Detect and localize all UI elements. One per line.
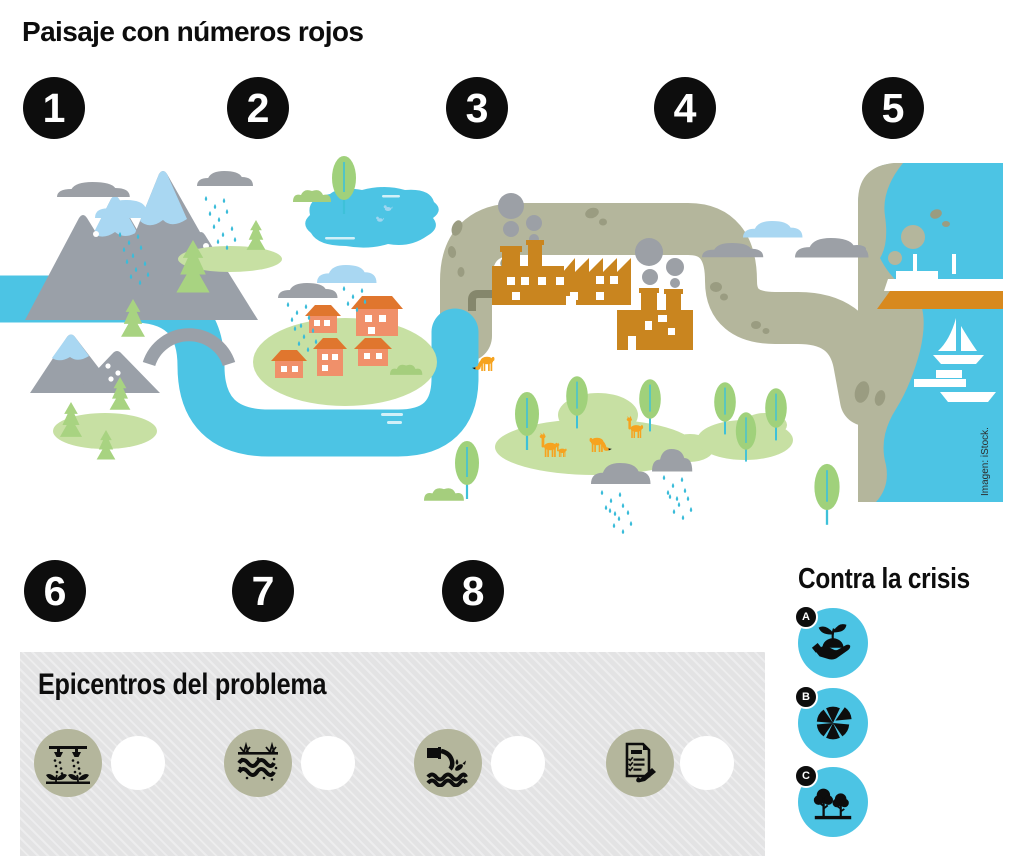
bridge <box>142 328 236 367</box>
marker-3[interactable]: 3 <box>446 77 508 139</box>
problem-irrigation[interactable] <box>34 729 102 797</box>
image-credit: Imagen: iStock. <box>980 427 991 496</box>
harbour <box>877 254 1003 402</box>
dock <box>877 291 1003 309</box>
house <box>305 305 341 333</box>
solution-badge-b[interactable]: B <box>794 685 818 709</box>
factory <box>468 193 693 350</box>
problem-groundwater[interactable] <box>224 729 292 797</box>
marker-8[interactable]: 8 <box>442 560 504 622</box>
marker-1[interactable]: 1 <box>23 77 85 139</box>
tree <box>453 439 481 501</box>
answer-slot-2[interactable] <box>301 736 355 790</box>
marker-6[interactable]: 6 <box>24 560 86 622</box>
boat-icon <box>914 370 996 402</box>
trees-icon <box>813 788 852 820</box>
house <box>351 296 403 336</box>
marker-2[interactable]: 2 <box>227 77 289 139</box>
smoke <box>498 193 684 288</box>
answer-slot-4[interactable] <box>680 736 734 790</box>
problems-title: Epicentros del problema <box>38 668 327 701</box>
irrigation-icon <box>46 746 90 784</box>
wheel-icon <box>816 706 852 740</box>
solutions-title: Contra la crisis <box>798 563 970 595</box>
house <box>313 338 347 376</box>
problem-discharge[interactable] <box>414 729 482 797</box>
bush <box>293 190 331 202</box>
sea <box>858 163 1003 502</box>
discharge-pipe-icon <box>426 747 468 787</box>
cargo-ship-icon <box>884 254 1003 291</box>
hand-sprout-icon <box>811 624 851 660</box>
answer-slot-1[interactable] <box>111 736 165 790</box>
solution-a[interactable] <box>798 608 868 678</box>
problem-checklist[interactable] <box>606 729 674 797</box>
answer-slot-3[interactable] <box>491 736 545 790</box>
solution-badge-c[interactable]: C <box>794 764 818 788</box>
marker-7[interactable]: 7 <box>232 560 294 622</box>
solution-badge-a[interactable]: A <box>794 605 818 629</box>
mountains-small <box>30 299 160 460</box>
marker-4[interactable]: 4 <box>654 77 716 139</box>
discharge-pipe <box>468 290 492 311</box>
tree <box>813 462 841 526</box>
bush <box>424 488 464 501</box>
sailboat-icon <box>933 318 984 364</box>
village <box>253 265 437 406</box>
page-title: Paisaje con números rojos <box>22 16 364 47</box>
groundwater-icon <box>237 741 278 781</box>
landscape-illustration <box>0 154 1003 540</box>
lake <box>305 187 439 248</box>
problems-panel: Epicentros del problema <box>20 652 765 856</box>
meadow <box>424 375 841 534</box>
house <box>354 338 392 366</box>
checklist-icon <box>625 742 656 783</box>
solution-b[interactable] <box>798 688 868 758</box>
house <box>271 350 307 378</box>
hill-grass <box>178 246 282 272</box>
marker-5[interactable]: 5 <box>862 77 924 139</box>
